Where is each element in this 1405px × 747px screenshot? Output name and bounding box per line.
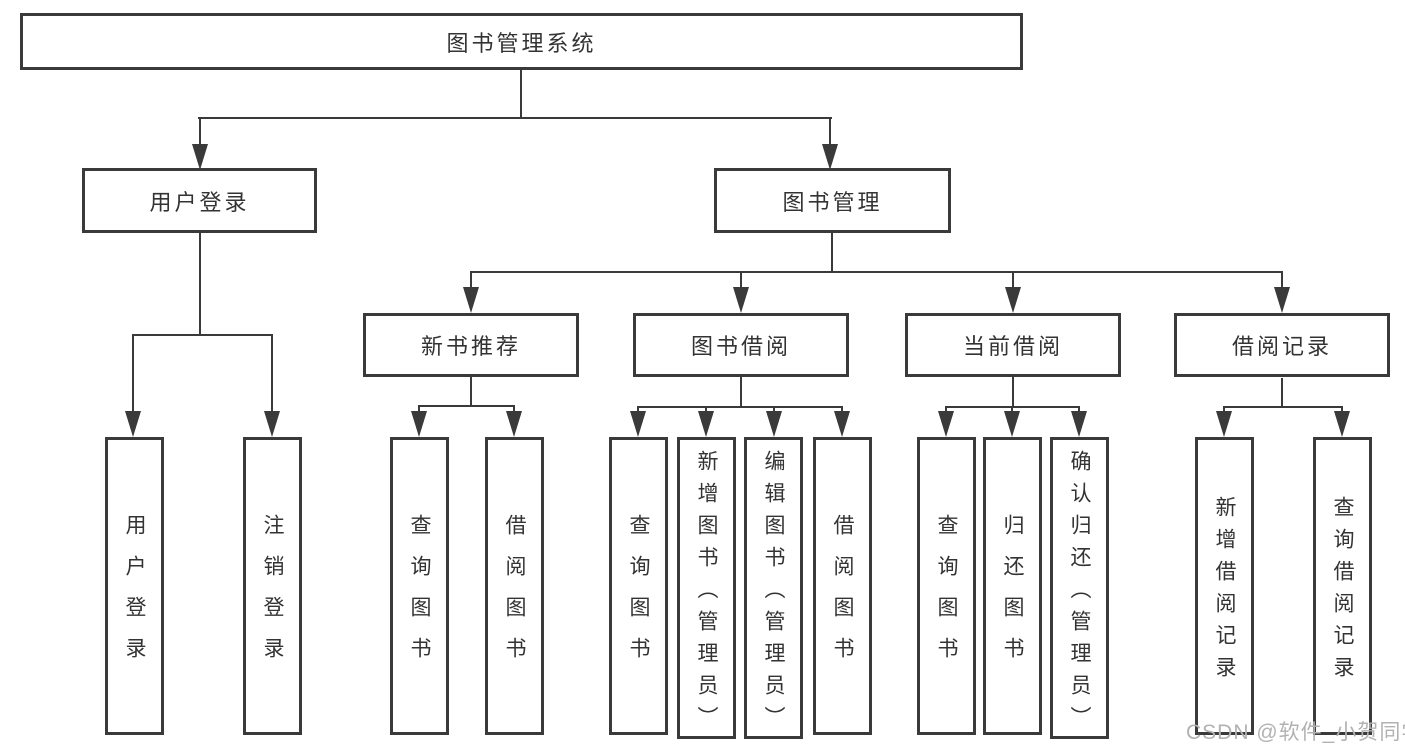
connector-line (1280, 378, 1284, 407)
node-borrowing-records: 借阅记录 (1174, 313, 1390, 377)
leaf-logout-label: 注销登录 (261, 514, 284, 678)
arrowhead-icon (766, 411, 782, 437)
arrowhead-icon (1004, 411, 1020, 437)
connector-line (198, 233, 202, 335)
arrowhead-icon (411, 411, 427, 437)
leaf-add-books-admin-label: 新增图书（管理员） (695, 449, 718, 738)
arrowhead-icon (506, 411, 522, 437)
connector-line (469, 377, 473, 406)
node-user-login-group-label: 用户登录 (149, 189, 250, 215)
leaf-borrow-books-1: 借阅图书 (485, 437, 544, 735)
node-new-book-recommendation-label: 新书推荐 (420, 334, 521, 359)
arrowhead-icon (264, 411, 280, 437)
leaf-query-books-2: 查询图书 (609, 437, 668, 735)
arrowhead-icon (698, 411, 714, 437)
arrowhead-icon (463, 287, 479, 313)
node-new-book-recommendation: 新书推荐 (363, 313, 579, 377)
arrowhead-icon (834, 411, 850, 437)
node-book-management-group-label: 图书管理 (782, 189, 883, 215)
connector-line (270, 335, 274, 415)
connector-line (469, 270, 1284, 274)
leaf-user-login-label: 用户登录 (123, 514, 146, 678)
connector-line (739, 377, 743, 407)
arrowhead-icon (733, 287, 749, 313)
connector-line (1222, 405, 1344, 409)
node-root: 图书管理系统 (20, 13, 1023, 70)
connector-line (131, 333, 274, 337)
leaf-borrow-books-2: 借阅图书 (813, 437, 872, 735)
leaf-query-books-1: 查询图书 (390, 437, 449, 735)
leaf-query-borrow-record: 查询借阅记录 (1313, 437, 1372, 735)
leaf-add-books-admin: 新增图书（管理员） (677, 437, 736, 739)
leaf-borrow-books-1-label: 借阅图书 (503, 514, 526, 678)
leaf-query-books-3: 查询图书 (917, 437, 976, 735)
connector-line (469, 272, 473, 289)
node-current-borrowing: 当前借阅 (905, 313, 1121, 377)
arrowhead-icon (1005, 287, 1021, 313)
node-user-login-group: 用户登录 (82, 168, 317, 233)
node-book-management-group: 图书管理 (714, 168, 951, 233)
connector-line (512, 406, 516, 415)
node-borrowing-records-label: 借阅记录 (1231, 334, 1332, 359)
connector-line (417, 406, 421, 415)
connector-line (739, 272, 743, 289)
leaf-confirm-return-admin: 确认归还（管理员） (1050, 437, 1109, 739)
arrowhead-icon (1071, 411, 1087, 437)
connector-line (636, 405, 844, 409)
connector-line (519, 70, 523, 118)
leaf-confirm-return-admin-label: 确认归还（管理员） (1068, 449, 1091, 738)
leaf-edit-books-admin: 编辑图书（管理员） (744, 437, 803, 739)
leaf-add-borrow-record-label: 新增借阅记录 (1213, 495, 1236, 688)
leaf-query-books-2-label: 查询图书 (627, 514, 650, 678)
leaf-add-borrow-record: 新增借阅记录 (1195, 437, 1254, 735)
node-root-label: 图书管理系统 (446, 30, 597, 56)
arrowhead-icon (1274, 287, 1290, 313)
arrowhead-icon (125, 411, 141, 437)
connector-line (417, 404, 516, 408)
leaf-logout: 注销登录 (243, 437, 302, 735)
connector-line (1011, 272, 1015, 289)
connector-line (1280, 272, 1284, 289)
leaf-borrow-books-2-label: 借阅图书 (831, 514, 854, 678)
connector-line (1011, 377, 1015, 407)
leaf-return-books-label: 归还图书 (1001, 514, 1024, 678)
arrowhead-icon (938, 411, 954, 437)
arrowhead-icon (630, 411, 646, 437)
leaf-return-books: 归还图书 (983, 437, 1042, 735)
node-current-borrowing-label: 当前借阅 (962, 334, 1063, 359)
connector-line (197, 116, 833, 120)
leaf-query-borrow-record-label: 查询借阅记录 (1331, 495, 1354, 688)
connector-line (198, 118, 202, 146)
connector-line (131, 335, 135, 415)
leaf-edit-books-admin-label: 编辑图书（管理员） (762, 449, 785, 738)
node-book-borrowing-label: 图书借阅 (690, 334, 791, 359)
leaf-query-books-1-label: 查询图书 (408, 514, 431, 678)
leaf-user-login: 用户登录 (105, 437, 164, 735)
arrowhead-icon (822, 144, 838, 170)
arrowhead-icon (1216, 411, 1232, 437)
connector-line (830, 233, 834, 272)
arrowhead-icon (192, 144, 208, 170)
connector-line (828, 118, 832, 146)
node-book-borrowing: 图书借阅 (633, 313, 849, 377)
arrowhead-icon (1334, 411, 1350, 437)
watermark: CSDN @软件_小贺同学 (1186, 721, 1405, 744)
leaf-query-books-3-label: 查询图书 (935, 514, 958, 678)
